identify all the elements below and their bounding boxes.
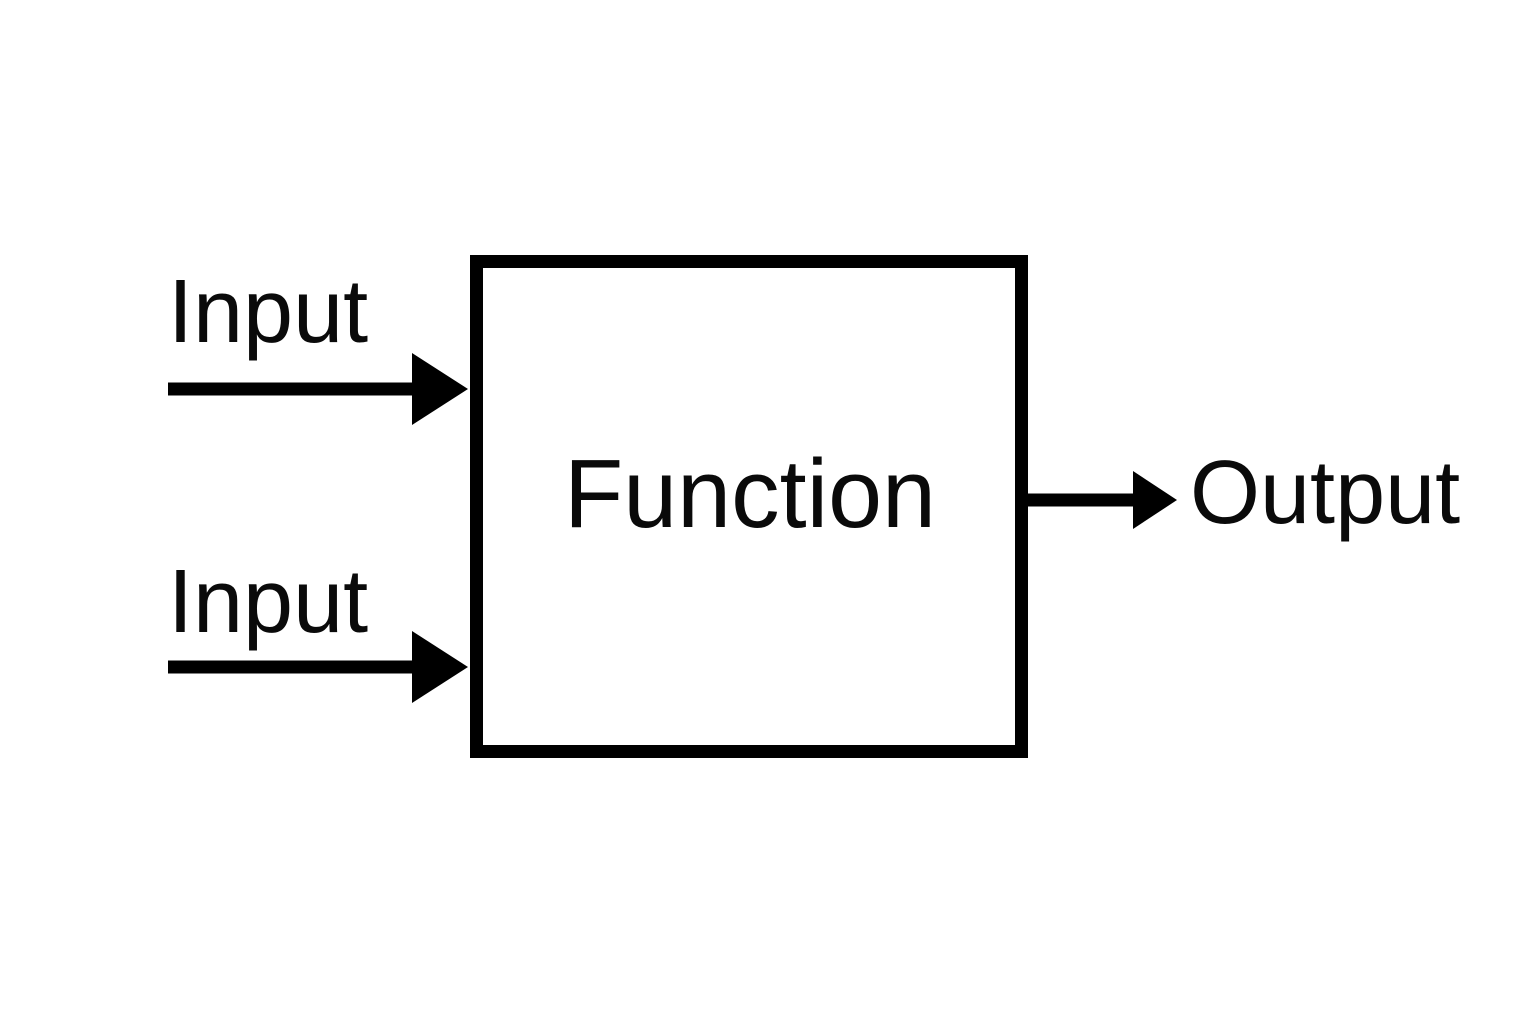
input-arrow-bottom	[168, 631, 468, 703]
input-arrow-top-head	[412, 353, 468, 425]
output-label: Output	[1190, 443, 1460, 543]
input-arrow-bottom-head	[412, 631, 468, 703]
input-label-bottom: Input	[168, 552, 368, 652]
function-box	[470, 255, 1028, 758]
function-box-label: Function	[564, 439, 936, 548]
output-arrow	[1028, 471, 1177, 529]
input-label-top: Input	[168, 262, 368, 362]
input-arrow-top	[168, 353, 468, 425]
output-arrow-head	[1133, 471, 1177, 529]
